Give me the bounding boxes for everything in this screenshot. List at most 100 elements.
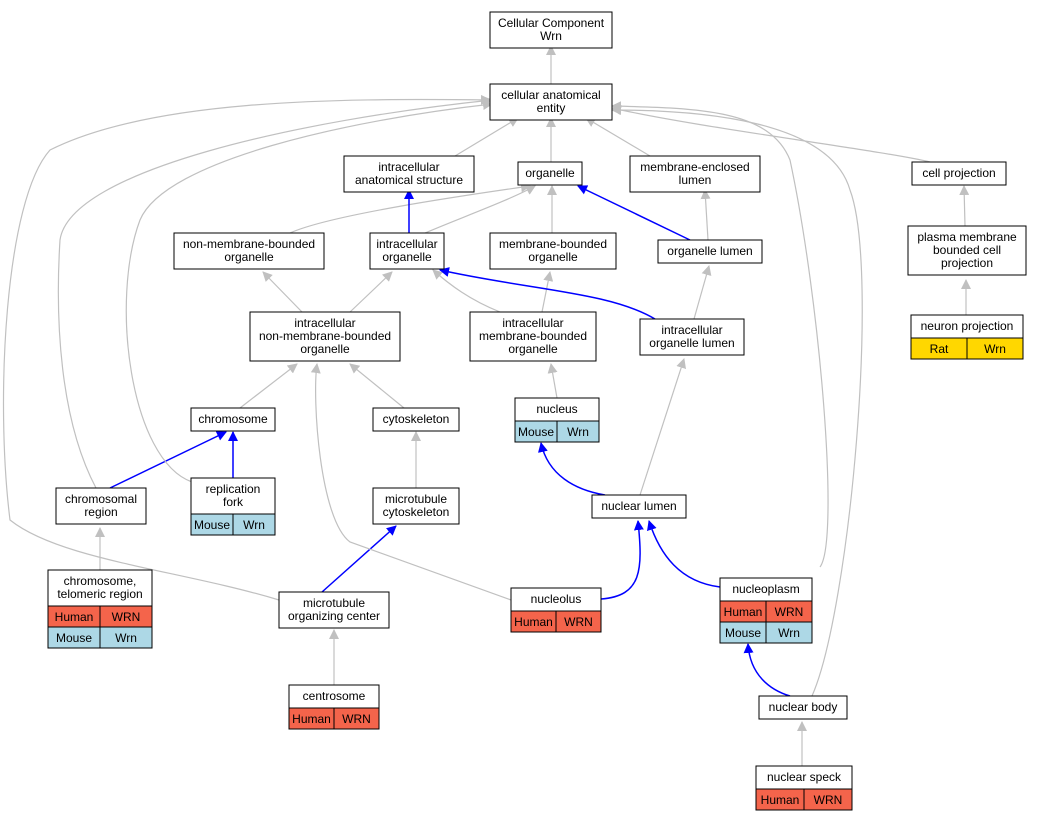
edge-iol-to-ol (693, 265, 712, 320)
edge-nuclumen-to-nucleus (538, 442, 606, 496)
node-label-line: organizing center (288, 609, 380, 623)
node-box (517, 161, 583, 186)
species-name: Mouse (725, 626, 761, 640)
node-label-line: nucleoplasm (732, 582, 799, 596)
edge-cytoskeleton-to-inmbo (349, 363, 405, 409)
node-box (343, 155, 475, 193)
edge-ol-to-mel (700, 189, 711, 241)
node-chromosome[interactable]: chromosome (190, 407, 276, 432)
node-nuclumen[interactable]: nuclear lumen (591, 494, 687, 519)
edge-repfork-to-cae (125, 100, 493, 483)
node-label-line: fork (223, 495, 244, 509)
node-organelle[interactable]: organelle (517, 161, 583, 186)
species-name: Human (55, 610, 94, 624)
node-label-line: membrane-enclosed (640, 160, 749, 174)
node-label-line: organelle (224, 250, 274, 264)
node-label-line: cellular anatomical (501, 88, 600, 102)
edge-chromosome-to-inmbo (239, 363, 298, 409)
edge-nucleolus-to-inmbo (310, 363, 512, 601)
node-box (173, 232, 325, 270)
node-label-line: intracellular (378, 160, 439, 174)
node-box (629, 155, 761, 193)
node-label-line: organelle (382, 250, 432, 264)
edge-pmbcp-to-cellproj (959, 185, 970, 227)
node-box (369, 232, 445, 270)
edge-inmbo-to-io (349, 271, 393, 313)
node-box (591, 494, 687, 519)
edge-nucleoplasm-to-cae (611, 101, 829, 568)
edge-mtoc-to-mtcyto (321, 525, 397, 593)
species-name: Rat (930, 342, 949, 356)
node-box (911, 161, 1007, 186)
edge-nmbo-to-organelle (289, 182, 531, 234)
edge-cellproj-to-cae (611, 105, 931, 163)
node-nucbody[interactable]: nuclear body (758, 695, 848, 720)
node-label-line: intracellular (376, 237, 437, 251)
node-label-line: cytoskeleton (383, 412, 450, 426)
node-label-line: Wrn (540, 29, 562, 43)
node-label-line: organelle lumen (667, 244, 752, 258)
node-box (278, 591, 390, 629)
node-box (469, 311, 597, 362)
node-ol[interactable]: organelle lumen (657, 239, 763, 264)
node-cellproj[interactable]: cell projection (911, 161, 1007, 186)
edge-ol-to-organelle (577, 185, 691, 241)
edge-mtoc-to-cae (2, 94, 491, 601)
node-label-line: lumen (679, 173, 712, 187)
node-label-line: nucleolus (531, 592, 582, 606)
node-label-line: nuclear lumen (601, 499, 676, 513)
edge-nuclumen-to-iol (639, 358, 686, 496)
node-box (657, 239, 763, 264)
gene-symbol: Wrn (984, 342, 1006, 356)
node-label-line: microtubule (385, 492, 447, 506)
node-label-line: replication (206, 482, 261, 496)
edge-nucbody-to-nucleoplasm (743, 643, 791, 697)
node-box (372, 407, 460, 432)
edge-chromreg-to-chromosome (109, 431, 227, 489)
node-label-line: telomeric region (57, 587, 142, 601)
node-inmbo[interactable]: intracellularnon-membrane-boundedorganel… (249, 311, 401, 362)
edge-imbo-to-io (432, 269, 501, 313)
node-label-line: plasma membrane (917, 230, 1017, 244)
node-box (907, 225, 1027, 276)
node-box (249, 311, 401, 362)
gene-symbol: WRN (814, 793, 843, 807)
edge-ias-to-cae (454, 117, 519, 157)
node-label-line: chromosome (198, 412, 268, 426)
node-label-line: neuron projection (921, 319, 1014, 333)
species-name: Mouse (56, 631, 92, 645)
species-name: Human (514, 615, 553, 629)
gene-symbol: Wrn (115, 631, 137, 645)
node-label-line: microtubule (303, 596, 365, 610)
node-label-line: chromosomal (65, 492, 137, 506)
node-box (190, 477, 276, 515)
edge-nucleoplasm-to-nuclumen (647, 520, 721, 588)
species-name: Human (292, 712, 331, 726)
node-cytoskeleton[interactable]: cytoskeleton (372, 407, 460, 432)
edge-nucleus-to-imbo (547, 363, 558, 399)
node-label-line: chromosome, (64, 574, 137, 588)
edge-chromreg-to-cae (57, 95, 493, 489)
